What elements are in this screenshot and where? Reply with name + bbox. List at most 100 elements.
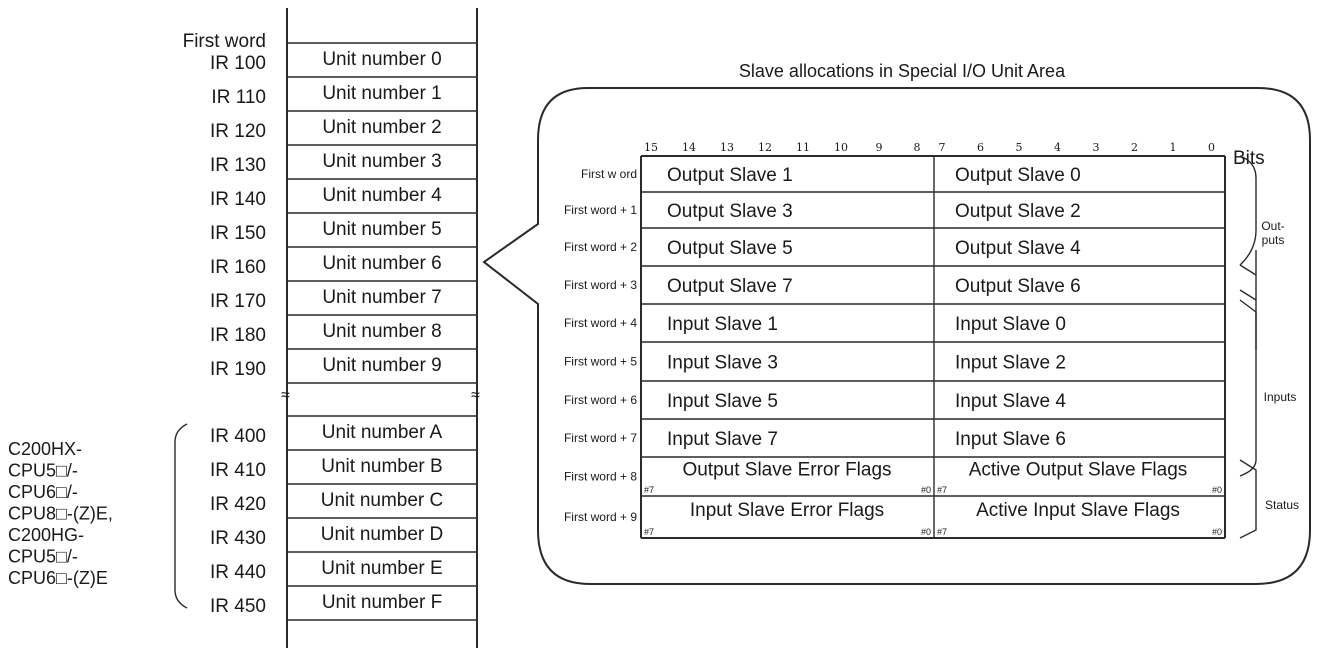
cpu-note-line: CPU6□-(Z)E (8, 568, 108, 588)
outputs-brace-bottom (1239, 264, 1257, 300)
unit-number-cell: Unit number 4 (322, 185, 442, 206)
bit-number: 3 (1093, 141, 1100, 154)
bit-number: 7 (939, 141, 946, 154)
low-byte-cell: Input Slave 6 (955, 429, 1066, 450)
inputs-brace-bottom (1239, 312, 1257, 477)
break-mark-right: ≈ (471, 387, 480, 404)
bit-number: 5 (1016, 141, 1023, 154)
high-byte-cell: Input Slave 3 (667, 353, 778, 374)
high-byte-cell: Input Slave 5 (667, 391, 778, 412)
bit-number: 9 (876, 141, 883, 154)
high-byte-cell: Input Slave 1 (667, 314, 778, 335)
bit-number: 14 (682, 141, 696, 154)
word-offset-label: First word + 4 (564, 316, 637, 330)
bit-number: 11 (796, 141, 810, 154)
bit-number: 15 (644, 141, 658, 154)
unit-number-cell: Unit number 3 (322, 151, 441, 172)
flag-bit-mark: #7 (644, 485, 654, 495)
low-byte-cell: Output Slave 4 (955, 238, 1081, 259)
low-byte-cell: Output Slave 6 (955, 276, 1081, 297)
high-byte-cell: Output Slave 3 (667, 201, 793, 222)
allocation-row: First word + 6 Input Slave 5 Input Slave 4 (564, 391, 1066, 412)
flag-bit-mark: #0 (921, 485, 931, 495)
status-brace (1239, 459, 1257, 539)
bit-number: 1 (1170, 141, 1177, 154)
table-row-dividers (641, 155, 1225, 539)
low-byte-cell: Active Input Slave Flags (976, 500, 1180, 521)
unit-number-cell: Unit number A (322, 422, 443, 443)
allocation-row: First word + 3 Output Slave 7 Output Slave… (564, 276, 1081, 297)
cpu-note-line: C200HX- (8, 439, 82, 459)
unit-number-cell: Unit number B (321, 456, 442, 477)
bit-number: 12 (758, 141, 772, 154)
high-byte-cell: Output Slave Error Flags (682, 460, 891, 481)
low-byte-cell: Input Slave 4 (955, 391, 1066, 412)
bits-label: Bits (1233, 148, 1265, 169)
cpu-note-line: CPU5□/- (8, 547, 78, 567)
cpu-note-line: CPU8□-(Z)E, (8, 504, 113, 524)
high-byte-cell: Output Slave 5 (667, 238, 793, 259)
word-offset-label: First word + 7 (564, 431, 637, 445)
ir-address: IR 140 (210, 189, 266, 210)
flag-bit-mark: #7 (937, 485, 947, 495)
ir-address: IR 190 (210, 359, 266, 380)
allocation-row: First word + 1 Output Slave 3 Output Slave… (564, 201, 1081, 222)
low-byte-cell: Output Slave 2 (955, 201, 1081, 222)
flag-bit-mark: #0 (1212, 527, 1222, 537)
unit-number-cell: Unit number 1 (322, 83, 441, 104)
high-byte-cell: Output Slave 1 (667, 165, 793, 186)
first-word-label: First word (183, 31, 266, 52)
break-mark-left: ≈ (281, 387, 290, 404)
flag-bit-mark: #0 (1212, 485, 1222, 495)
unit-number-cell: Unit number 0 (322, 49, 441, 70)
high-byte-cell: Input Slave Error Flags (690, 500, 884, 521)
ir-address: IR 110 (211, 87, 266, 108)
low-byte-cell: Output Slave 0 (955, 165, 1081, 186)
ir-address: IR 150 (210, 223, 266, 244)
high-byte-cell: Input Slave 7 (667, 429, 778, 450)
unit-number-cell: Unit number D (321, 524, 444, 545)
high-byte-cell: Output Slave 7 (667, 276, 793, 297)
unit-number-cell: Unit number 5 (322, 219, 441, 240)
word-offset-label: First word + 5 (564, 355, 637, 369)
word-offset-label: First word + 3 (564, 278, 637, 292)
low-byte-cell: Input Slave 2 (955, 353, 1066, 374)
unit-number-cell: Unit number 2 (322, 117, 441, 138)
ir-address: IR 440 (210, 562, 266, 583)
ir-address: IR 400 (210, 426, 266, 447)
allocation-title: Slave allocations in Special I/O Unit Ar… (739, 61, 1066, 81)
group-braces: Out- puts Inputs Status (1239, 155, 1299, 539)
unit-number-cell: Unit number 7 (322, 287, 441, 308)
ir-address: IR 450 (210, 596, 266, 617)
status-label: Status (1265, 498, 1299, 512)
word-offset-label: First word + 1 (564, 203, 637, 217)
allocation-row: First word + 7 Input Slave 7 Input Slave 6 (564, 429, 1066, 450)
inputs-label: Inputs (1264, 390, 1297, 404)
cpu-note: C200HX-CPU5□/-CPU6□/-CPU8□-(Z)E,C200HG-C… (8, 439, 113, 588)
flag-bit-mark: #7 (644, 527, 654, 537)
unit-number-cell: Unit number 9 (322, 355, 441, 376)
allocation-row: First word + 5 Input Slave 3 Input Slave 2 (564, 353, 1066, 374)
flag-bit-mark: #0 (921, 527, 931, 537)
cpu-note-line: C200HG- (8, 525, 84, 545)
ir-address: IR 170 (210, 291, 266, 312)
ir-address: IR 410 (210, 460, 266, 481)
outputs-label-line1: Out- (1261, 219, 1284, 233)
outputs-brace-top (1239, 155, 1257, 266)
word-offset-label: First word + 6 (564, 393, 637, 407)
bit-number: 10 (834, 141, 848, 154)
cpu-bracket (174, 423, 188, 609)
inputs-brace-top (1239, 289, 1257, 350)
memory-row-dividers (287, 42, 477, 621)
ir-address: IR 160 (210, 257, 266, 278)
